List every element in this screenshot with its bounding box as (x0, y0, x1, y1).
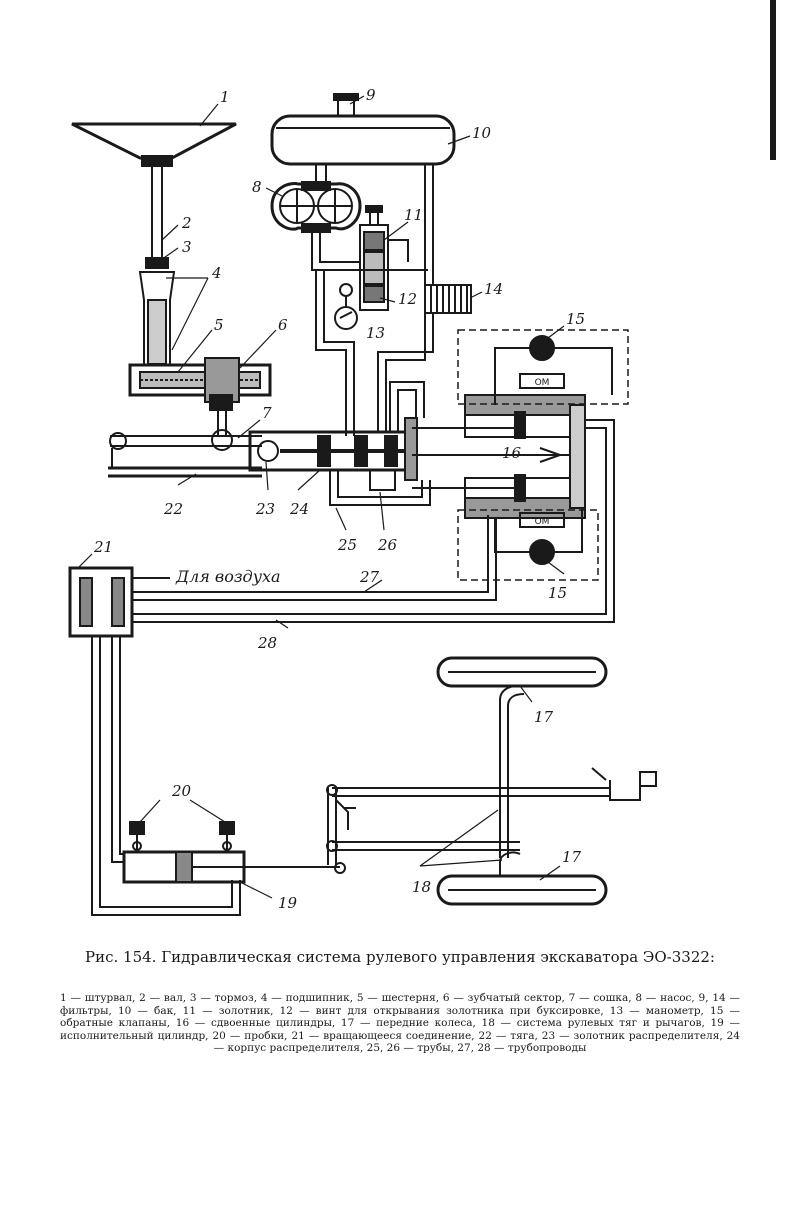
label-9: 9 (366, 86, 376, 104)
label-10: 10 (472, 124, 492, 142)
label-17-top: 17 (534, 708, 554, 726)
label-15-top: 15 (566, 310, 585, 328)
actuator-lines (91, 636, 241, 916)
label-6: 6 (278, 316, 288, 334)
figure-legend: 1 — штурвал, 2 — вал, 3 — тормоз, 4 — по… (60, 992, 740, 1054)
label-20: 20 (171, 782, 192, 800)
check-valves (457, 329, 629, 581)
label-5: 5 (214, 316, 224, 334)
label-18: 18 (412, 878, 431, 896)
part-labels: 1 2 3 4 5 6 7 8 9 10 11 12 13 14 15 15 1… (93, 86, 585, 912)
label-25: 25 (337, 536, 357, 554)
label-13: 13 (366, 324, 385, 342)
steering-wheel (71, 122, 237, 167)
label-leaders (77, 95, 565, 899)
label-28: 28 (257, 634, 277, 652)
label-16: 16 (502, 444, 522, 462)
label-3: 3 (182, 238, 192, 256)
pump (270, 181, 362, 233)
steering-linkage (326, 684, 657, 876)
label-14: 14 (484, 280, 503, 298)
hydraulic-steering-diagram: 1 2 3 4 5 6 7 8 9 10 11 12 13 14 15 15 1… (68, 86, 657, 916)
label-8: 8 (252, 178, 262, 196)
dual-cylinders (412, 394, 586, 519)
tank-lines (311, 164, 434, 436)
spool-valve (334, 205, 409, 330)
line-filter (424, 284, 472, 314)
pitman-arm (209, 394, 233, 451)
label-24: 24 (289, 500, 309, 518)
distributor (248, 417, 418, 481)
valve-mark-bottom: ОМ (535, 517, 550, 527)
page-edge-line (770, 0, 776, 160)
label-27: 27 (359, 568, 380, 586)
figure-title: Рис. 154. Гидравлическая система рулевог… (85, 948, 715, 966)
label-4: 4 (211, 264, 222, 282)
label-19: 19 (278, 894, 298, 912)
actuating-cylinder (122, 821, 340, 884)
label-7: 7 (262, 404, 272, 422)
label-26: 26 (377, 536, 398, 554)
gear-housing (128, 357, 272, 403)
rotary-joint (68, 566, 170, 638)
drag-link (108, 432, 262, 478)
label-12: 12 (398, 290, 417, 308)
label-17-bottom: 17 (562, 848, 582, 866)
label-23: 23 (255, 500, 275, 518)
label-22: 22 (163, 500, 183, 518)
pipelines (132, 419, 615, 623)
label-21: 21 (93, 538, 113, 556)
tank (270, 93, 456, 166)
label-15-bottom: 15 (548, 584, 567, 602)
steering-shaft (138, 166, 176, 366)
label-11: 11 (404, 206, 423, 224)
valve-mark-top: ОМ (535, 378, 550, 388)
label-1: 1 (220, 88, 230, 106)
air-label: Для воздуха (175, 567, 281, 586)
label-2: 2 (181, 214, 192, 232)
